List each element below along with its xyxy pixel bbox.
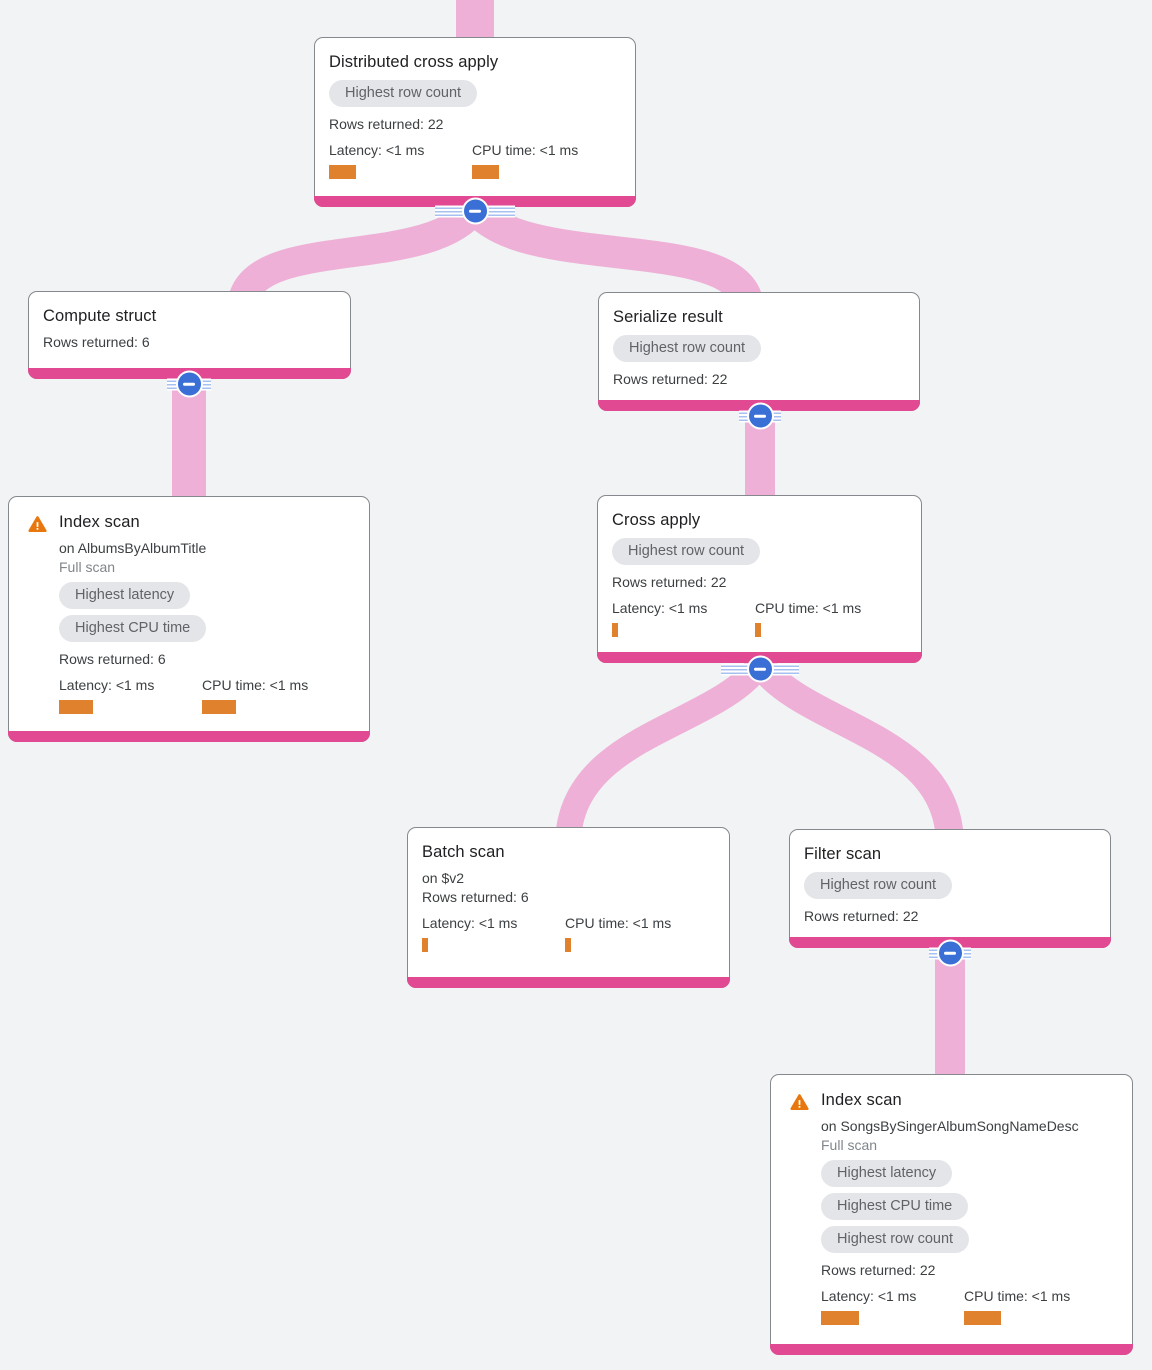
scan-type: Full scan bbox=[821, 1137, 878, 1153]
cpu-metric: CPU time: <1 ms bbox=[755, 600, 898, 637]
badge-highest-row-count: Highest row count bbox=[329, 80, 478, 107]
badge-highest-cpu-time: Highest CPU time bbox=[59, 615, 207, 642]
node-index-scan-albums[interactable]: Index scan on AlbumsByAlbumTitle Full sc… bbox=[8, 496, 370, 742]
cpu-label: CPU time: <1 ms bbox=[472, 142, 579, 158]
latency-label: Latency: <1 ms bbox=[612, 600, 708, 616]
badge-highest-row-count: Highest row count bbox=[612, 538, 761, 565]
rows-returned: Rows returned: 6 bbox=[43, 334, 150, 350]
cpu-label: CPU time: <1 ms bbox=[964, 1288, 1071, 1304]
node-bottom-bar bbox=[407, 977, 730, 988]
metrics-row: Latency: <1 ms CPU time: <1 ms bbox=[612, 600, 907, 637]
rows-returned: Rows returned: 22 bbox=[804, 908, 919, 924]
node-title: Serialize result bbox=[613, 308, 723, 326]
cpu-bar bbox=[202, 700, 236, 714]
collapse-button[interactable] bbox=[936, 939, 964, 967]
latency-label: Latency: <1 ms bbox=[59, 677, 155, 693]
collapse-control-dca bbox=[435, 197, 515, 225]
cpu-metric: CPU time: <1 ms bbox=[202, 677, 345, 714]
cpu-metric: CPU time: <1 ms bbox=[964, 1288, 1107, 1325]
node-cross-apply[interactable]: Cross apply Highest row count Rows retur… bbox=[597, 495, 922, 663]
node-title: Batch scan bbox=[422, 843, 505, 861]
scan-target: on SongsBySingerAlbumSongNameDesc bbox=[821, 1118, 1079, 1134]
cpu-label: CPU time: <1 ms bbox=[202, 677, 309, 693]
cpu-label: CPU time: <1 ms bbox=[565, 915, 672, 931]
node-title: Index scan bbox=[59, 513, 140, 531]
cpu-bar bbox=[472, 165, 499, 179]
node-filter-scan[interactable]: Filter scan Highest row count Rows retur… bbox=[789, 829, 1111, 948]
scan-target: on AlbumsByAlbumTitle bbox=[59, 540, 207, 556]
collapse-button[interactable] bbox=[461, 197, 489, 225]
latency-metric: Latency: <1 ms bbox=[329, 142, 472, 179]
node-compute-struct[interactable]: Compute struct Rows returned: 6 bbox=[28, 291, 351, 379]
rows-returned: Rows returned: 22 bbox=[329, 116, 444, 132]
metrics-row: Latency: <1 ms CPU time: <1 ms bbox=[59, 677, 355, 714]
latency-metric: Latency: <1 ms bbox=[422, 915, 565, 952]
node-bottom-bar bbox=[8, 731, 370, 742]
warning-icon bbox=[28, 515, 47, 534]
collapse-control-cross-apply bbox=[721, 655, 799, 683]
collapse-button[interactable] bbox=[746, 655, 774, 683]
latency-bar bbox=[329, 165, 356, 179]
node-batch-scan[interactable]: Batch scan on $v2 Rows returned: 6 Laten… bbox=[407, 827, 730, 988]
badge-highest-row-count: Highest row count bbox=[613, 335, 762, 362]
latency-bar bbox=[422, 938, 428, 952]
badge-highest-latency: Highest latency bbox=[821, 1160, 953, 1187]
node-distributed-cross-apply[interactable]: Distributed cross apply Highest row coun… bbox=[314, 37, 636, 207]
badge-highest-cpu-time: Highest CPU time bbox=[821, 1193, 969, 1220]
latency-metric: Latency: <1 ms bbox=[821, 1288, 964, 1325]
node-title: Compute struct bbox=[43, 307, 157, 325]
node-serialize-result[interactable]: Serialize result Highest row count Rows … bbox=[598, 292, 920, 411]
rows-returned: Rows returned: 22 bbox=[612, 574, 727, 590]
cpu-bar bbox=[755, 623, 761, 637]
scan-target: on $v2 bbox=[422, 870, 465, 886]
node-title: Distributed cross apply bbox=[329, 53, 499, 71]
metrics-row: Latency: <1 ms CPU time: <1 ms bbox=[821, 1288, 1118, 1325]
edge-dca-to-compute-struct bbox=[227, 198, 488, 312]
collapse-button[interactable] bbox=[746, 402, 774, 430]
collapse-control-serialize-result bbox=[739, 402, 781, 430]
rows-returned: Rows returned: 22 bbox=[821, 1262, 936, 1278]
cpu-metric: CPU time: <1 ms bbox=[472, 142, 615, 179]
edge-cross-apply-to-filter-scan bbox=[748, 655, 964, 846]
scan-type: Full scan bbox=[59, 559, 116, 575]
collapse-control-compute-struct bbox=[167, 370, 211, 398]
latency-bar bbox=[612, 623, 618, 637]
rows-returned: Rows returned: 6 bbox=[59, 651, 166, 667]
node-title: Filter scan bbox=[804, 845, 882, 863]
metrics-row: Latency: <1 ms CPU time: <1 ms bbox=[422, 915, 715, 952]
latency-metric: Latency: <1 ms bbox=[612, 600, 755, 637]
cpu-metric: CPU time: <1 ms bbox=[565, 915, 708, 952]
badge-highest-latency: Highest latency bbox=[59, 582, 191, 609]
warning-icon bbox=[790, 1093, 809, 1112]
badge-highest-row-count: Highest row count bbox=[821, 1226, 970, 1253]
latency-metric: Latency: <1 ms bbox=[59, 677, 202, 714]
latency-label: Latency: <1 ms bbox=[821, 1288, 917, 1304]
rows-returned: Rows returned: 22 bbox=[613, 371, 728, 387]
node-bottom-bar bbox=[770, 1344, 1133, 1355]
latency-label: Latency: <1 ms bbox=[329, 142, 425, 158]
node-title: Index scan bbox=[821, 1091, 902, 1109]
cpu-bar bbox=[565, 938, 571, 952]
latency-bar bbox=[821, 1311, 859, 1325]
collapse-button[interactable] bbox=[175, 370, 203, 398]
edge-dca-to-serialize-result bbox=[462, 197, 764, 313]
edge-cross-apply-to-batch-scan bbox=[555, 656, 771, 846]
metrics-row: Latency: <1 ms CPU time: <1 ms bbox=[329, 142, 621, 179]
latency-label: Latency: <1 ms bbox=[422, 915, 518, 931]
badge-highest-row-count: Highest row count bbox=[804, 872, 953, 899]
collapse-control-filter-scan bbox=[929, 939, 971, 967]
node-index-scan-songs[interactable]: Index scan on SongsBySingerAlbumSongName… bbox=[770, 1074, 1133, 1355]
rows-returned: Rows returned: 6 bbox=[422, 889, 529, 905]
node-title: Cross apply bbox=[612, 511, 701, 529]
cpu-bar bbox=[964, 1311, 1001, 1325]
cpu-label: CPU time: <1 ms bbox=[755, 600, 862, 616]
latency-bar bbox=[59, 700, 93, 714]
